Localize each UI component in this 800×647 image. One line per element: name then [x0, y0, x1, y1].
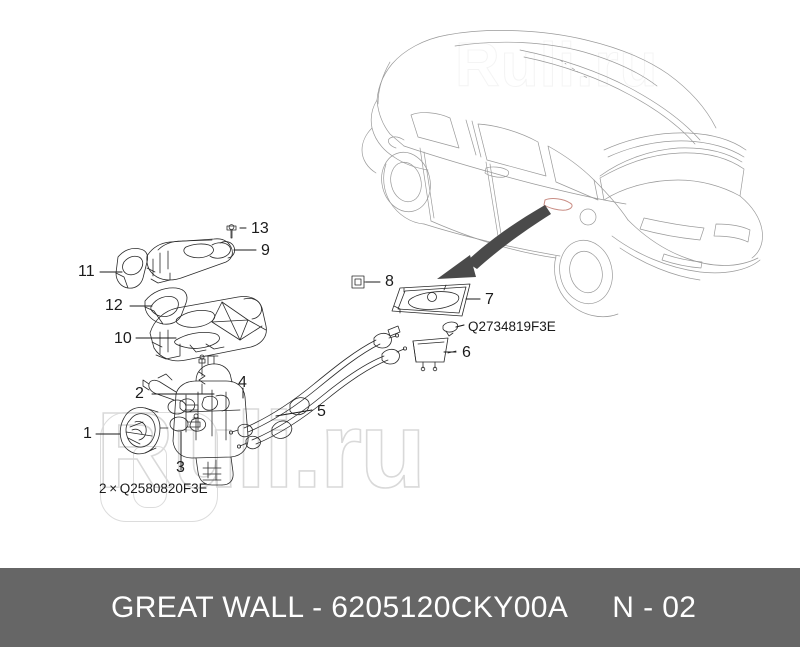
callout-2: 2	[135, 385, 144, 402]
callout-5: 5	[317, 403, 326, 420]
part-6-cover-trim	[412, 337, 457, 372]
callout-6: 6	[462, 344, 471, 361]
part-code-handle-clip: Q2734819F3E	[468, 319, 556, 334]
footer-section-code: N - 02	[612, 590, 697, 624]
callout-arrow	[437, 205, 551, 279]
callout-7: 7	[485, 291, 494, 308]
part-clip-q2734819f3e	[442, 321, 465, 337]
callout-4: 4	[238, 374, 247, 391]
footer-bar: GREAT WALL - 6205120CKY00A N - 02	[0, 568, 800, 647]
callout-10: 10	[114, 330, 132, 347]
connector-rod	[198, 354, 206, 395]
callout-3: 3	[176, 459, 185, 476]
callout-9: 9	[261, 242, 270, 259]
footer-part-title: GREAT WALL - 6205120CKY00A	[111, 590, 569, 624]
technical-line-art	[95, 30, 763, 486]
part-4-release-cable	[228, 332, 399, 438]
part-9-outer-handle	[146, 238, 236, 284]
diagram-canvas: Ruli.ru Ruli.ru	[78, 30, 763, 522]
callout-1: 1	[83, 425, 92, 442]
callout-13: 13	[251, 220, 269, 237]
part-2-lock-actuator	[142, 355, 249, 486]
part-5-release-cable	[236, 325, 407, 450]
callout-12: 12	[105, 297, 123, 314]
part-code-lock-bolts: 2 × Q2580820F3E	[99, 481, 208, 496]
part-1-striker-plate	[119, 407, 169, 455]
callout-8: 8	[385, 273, 394, 290]
callout-11: 11	[78, 263, 95, 280]
part-7-handle-bezel	[391, 283, 481, 317]
part-13-screw	[226, 224, 246, 239]
vehicle-drawing	[361, 30, 763, 317]
part-11-end-cap	[115, 248, 148, 289]
part-10-handle-base	[149, 296, 267, 362]
leader-lines	[95, 227, 481, 471]
